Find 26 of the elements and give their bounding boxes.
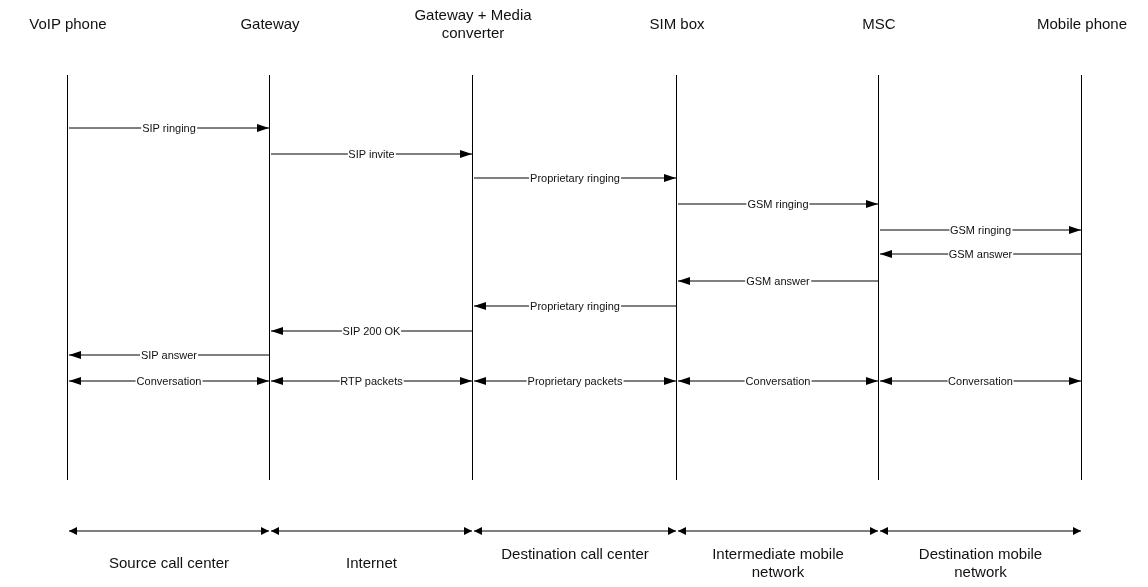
edge-label: Conversation [947,374,1014,388]
participant-name: MSC [861,15,897,33]
edge-label: SIP invite [347,147,396,161]
edge-label: SIP ringing [141,121,197,135]
edge-label: SIP answer [139,348,199,362]
edge-label: Conversation [744,374,812,388]
segment-label: Destination call center [500,545,650,563]
edge-label: GSM ringing [746,197,810,211]
segment-label: Destination mobile network [917,545,1044,581]
edge-label: RTP packets [339,374,404,388]
edge-label: GSM answer [947,247,1014,261]
edge-label: SIP 200 OK [341,324,402,338]
participant-name: Mobile phone [1035,15,1129,33]
edge-label: Proprietary ringing [529,171,621,185]
participant-name: Gateway [239,15,301,33]
edge-label: Proprietary packets [526,374,624,388]
segment-label: Intermediate mobile network [711,545,845,581]
edge-label: GSM answer [745,274,811,288]
edge-label: GSM ringing [948,223,1013,237]
participant-name: Gateway + Media converter [413,6,533,42]
edge-label: Conversation [135,374,203,388]
edge-label: Proprietary ringing [529,299,621,313]
participant-name: VoIP phone [28,15,108,33]
segment-label: Source call center [107,554,231,572]
segment-label: Internet [345,554,398,572]
participant-name: SIM box [648,15,706,33]
